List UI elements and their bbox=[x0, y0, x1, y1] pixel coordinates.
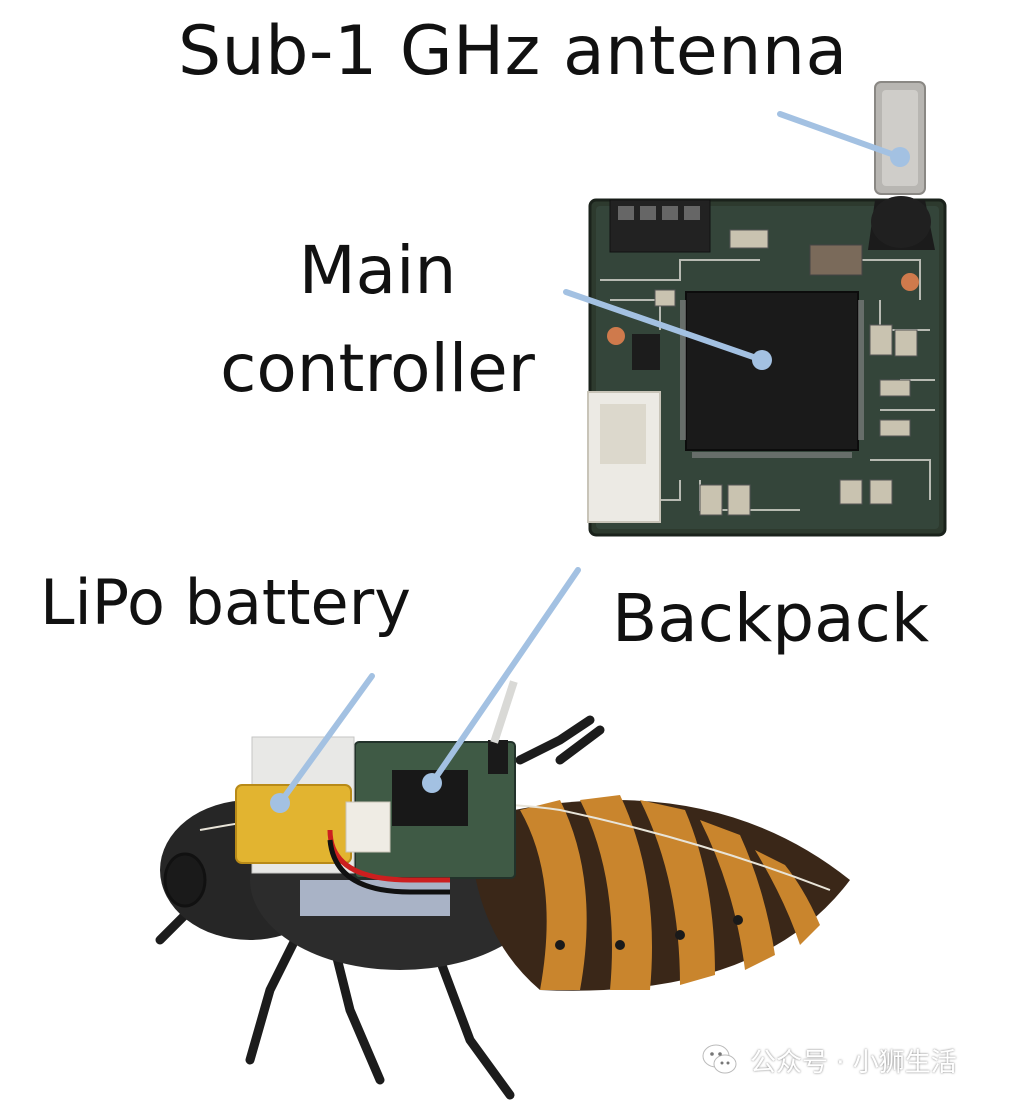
main-controller-line1: Main bbox=[298, 232, 457, 309]
pcb-board bbox=[587, 81, 947, 537]
chip-pointer-dot bbox=[752, 350, 772, 370]
wechat-icon bbox=[702, 1044, 737, 1074]
main-controller-line2: controller bbox=[220, 330, 535, 407]
battery-pointer-dot bbox=[270, 793, 290, 813]
pointer-lines bbox=[277, 111, 903, 806]
backpack-module bbox=[235, 680, 518, 916]
antenna-pointer-dot bbox=[890, 147, 910, 167]
main-controller-label: Main controller bbox=[205, 222, 550, 418]
backpack-pointer-dot bbox=[422, 773, 442, 793]
watermark: 公众号 · 小狮生活 bbox=[700, 1038, 957, 1082]
backpack-label: Backpack bbox=[612, 580, 930, 657]
antenna-label: Sub-1 GHz antenna bbox=[178, 12, 848, 91]
battery-label: LiPo battery bbox=[40, 566, 411, 639]
watermark-text: 公众号 · 小狮生活 bbox=[750, 1047, 957, 1078]
